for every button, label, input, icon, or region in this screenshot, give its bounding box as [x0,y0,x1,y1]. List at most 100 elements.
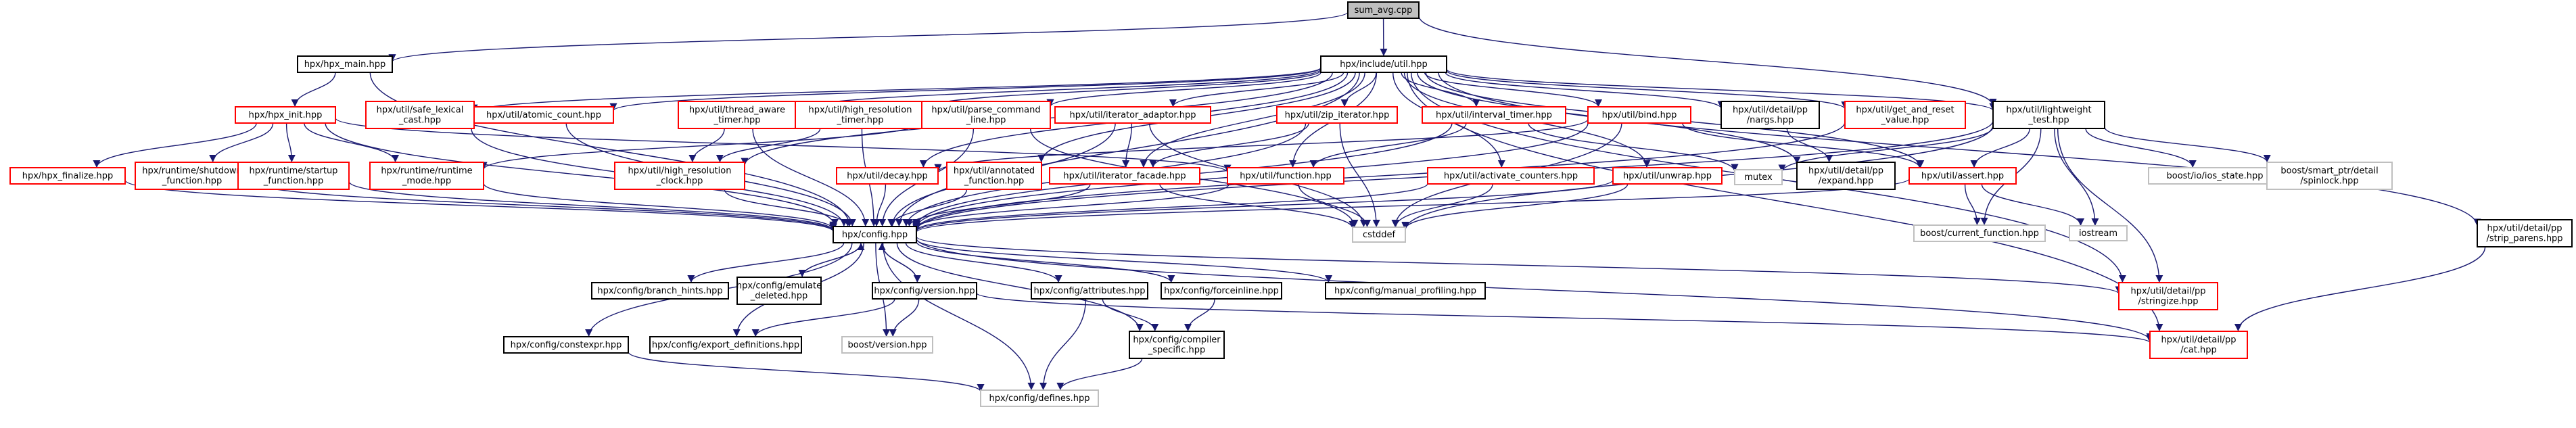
node-box [1054,106,1211,124]
graph-node-iter-adaptor[interactable]: hpx/util/iterator_adaptor.hpp [1054,106,1211,124]
dependency-edge [887,189,968,227]
graph-node-rt-startup[interactable]: hpx/runtime/startup_function.hpp [237,162,350,190]
node-label: hpx/util/detail/pp [1808,166,1883,176]
dependency-edge [1340,72,1377,108]
node-box [614,162,745,190]
node-box [2148,167,2282,185]
graph-node-annotated-fn[interactable]: hpx/util/annotated_function.hpp [946,162,1042,190]
dependency-edge [304,122,400,163]
graph-node-get-and-reset[interactable]: hpx/util/get_and_reset_value.hpp [1844,101,1966,129]
node-label: _function.hpp [162,176,222,187]
graph-node-stringize[interactable]: hpx/util/detail/pp/stringize.hpp [2118,282,2218,310]
node-label: /nargs.hpp [1747,116,1794,126]
graph-node-bind[interactable]: hpx/util/bind.hpp [1587,106,1691,124]
graph-node-export-defs[interactable]: hpx/config/export_definitions.hpp [649,336,802,354]
dependency-edge [1046,72,1321,108]
graph-node-util[interactable]: hpx/include/util.hpp [1320,55,1447,73]
graph-node-boost-version[interactable]: boost/version.hpp [841,336,933,354]
graph-node-sum-avg[interactable]: sum_avg.cpp [1347,1,1420,19]
dependency-edge [1309,122,1467,168]
graph-node-current-function[interactable]: boost/current_function.hpp [1913,224,2046,242]
graph-node-rt-mode[interactable]: hpx/runtime/runtime_mode.hpp [369,162,484,190]
graph-node-zip-iter[interactable]: hpx/util/zip_iterator.hpp [1276,106,1398,124]
node-label: hpx/hpx_main.hpp [304,60,386,70]
graph-node-cfg-version[interactable]: hpx/config/version.hpp [872,282,977,300]
dependency-edge [716,128,821,163]
node-box [1347,1,1420,19]
graph-node-atomic-count[interactable]: hpx/util/atomic_count.hpp [473,106,614,124]
graph-node-strip-parens[interactable]: hpx/util/detail/pp/strip_parens.hpp [2477,219,2573,247]
graph-node-nargs[interactable]: hpx/util/detail/pp/nargs.hpp [1720,101,1820,129]
node-label: hpx/util/lightweight [2006,105,2091,116]
graph-node-decay[interactable]: hpx/util/decay.hpp [836,167,939,185]
dependency-edge [895,72,1360,227]
dependency-edge [889,298,920,337]
node-box [836,167,939,185]
node-label: hpx/config/attributes.hpp [1033,286,1145,296]
node-box [297,55,393,73]
graph-node-mutex[interactable]: mutex [1734,169,1783,185]
graph-node-assert[interactable]: hpx/util/assert.hpp [1908,167,2017,185]
node-label: hpx/config/defines.hpp [989,394,1090,404]
graph-node-interval-timer[interactable]: hpx/util/interval_timer.hpp [1422,106,1566,124]
graph-node-safe-lexical[interactable]: hpx/util/safe_lexical_cast.hpp [365,101,475,129]
node-box [1796,162,1896,190]
graph-node-rt-shutdown[interactable]: hpx/runtime/shutdown_function.hpp [135,162,250,190]
node-box [980,389,1099,407]
graph-node-manual-profiling[interactable]: hpx/config/manual_profiling.hpp [1325,282,1486,300]
graph-node-high-res-clock[interactable]: hpx/util/high_resolution_clock.hpp [614,162,745,190]
graph-node-iter-facade[interactable]: hpx/util/iterator_facade.hpp [1049,167,1200,185]
node-box [1908,167,2017,185]
graph-node-unwrap[interactable]: hpx/util/unwrap.hpp [1612,167,1723,185]
node-box [2477,219,2573,247]
graph-node-cat[interactable]: hpx/util/detail/pp/cat.hpp [2149,331,2248,359]
dependency-edge [1298,183,1372,228]
node-label: hpx/util/detail/pp [2131,287,2206,297]
node-label: _deleted.hpp [750,291,808,302]
graph-node-iostream[interactable]: iostream [2069,225,2128,241]
graph-node-compiler-specific[interactable]: hpx/config/compiler_specific.hpp [1129,331,1225,359]
graph-node-lightweight-test[interactable]: hpx/util/lightweight_test.hpp [1992,101,2105,129]
node-label: _test.hpp [2028,116,2069,126]
graph-node-spinlock[interactable]: boost/smart_ptr/detail/spinlock.hpp [2266,162,2393,190]
dependency-edge [483,183,837,230]
graph-node-high-res-timer[interactable]: hpx/util/high_resolution_timer.hpp [795,101,926,129]
dependency-edge [896,242,1144,332]
node-box [1352,227,1406,243]
node-box [473,106,614,124]
node-box [1325,282,1486,300]
graph-node-activate-counters[interactable]: hpx/util/activate_counters.hpp [1427,167,1595,185]
dependency-edge [1149,122,1309,168]
node-label: hpx/util/interval_timer.hpp [1436,110,1552,120]
node-box [1422,106,1566,124]
graph-node-hpx-finalize[interactable]: hpx/hpx_finalize.hpp [9,167,126,185]
graph-node-config[interactable]: hpx/config.hpp [833,226,917,243]
graph-node-parse-cmd[interactable]: hpx/util/parse_command_line.hpp [921,101,1051,129]
graph-node-hpx-main[interactable]: hpx/hpx_main.hpp [297,55,393,73]
node-label: _function.hpp [263,176,323,187]
dependency-edge [285,122,296,163]
graph-node-expand[interactable]: hpx/util/detail/pp/expand.hpp [1796,162,1896,190]
graph-node-function[interactable]: hpx/util/function.hpp [1227,167,1344,185]
node-label: hpx/config/emulate [736,281,822,291]
graph-node-branch-hints[interactable]: hpx/config/branch_hints.hpp [591,282,729,300]
node-label: hpx/config/compiler [1133,335,1221,346]
graph-node-constexpr[interactable]: hpx/config/constexpr.hpp [503,336,629,354]
graph-node-thread-aware[interactable]: hpx/util/thread_aware_timer.hpp [678,101,797,129]
dependency-edge [470,67,1321,113]
node-label: /expand.hpp [1819,176,1873,187]
graph-node-cstddef[interactable]: cstddef [1352,227,1406,243]
node-label: hpx/config/version.hpp [874,286,975,296]
node-label: hpx/util/assert.hpp [1921,171,2004,181]
node-box [1587,106,1691,124]
dependency-edge [1438,72,2481,227]
graph-node-iostate[interactable]: boost/io/ios_state.hpp [2148,167,2282,185]
dependency-edge [291,72,336,108]
graph-node-hpx-init[interactable]: hpx/hpx_init.hpp [235,106,336,124]
node-box [1427,167,1595,185]
graph-node-emulate-deleted[interactable]: hpx/config/emulate_deleted.hpp [736,277,822,305]
node-box [736,277,822,305]
graph-node-attributes[interactable]: hpx/config/attributes.hpp [1031,282,1148,300]
graph-node-forceinline[interactable]: hpx/config/forceinline.hpp [1161,282,1282,300]
graph-node-defines[interactable]: hpx/config/defines.hpp [980,389,1099,407]
